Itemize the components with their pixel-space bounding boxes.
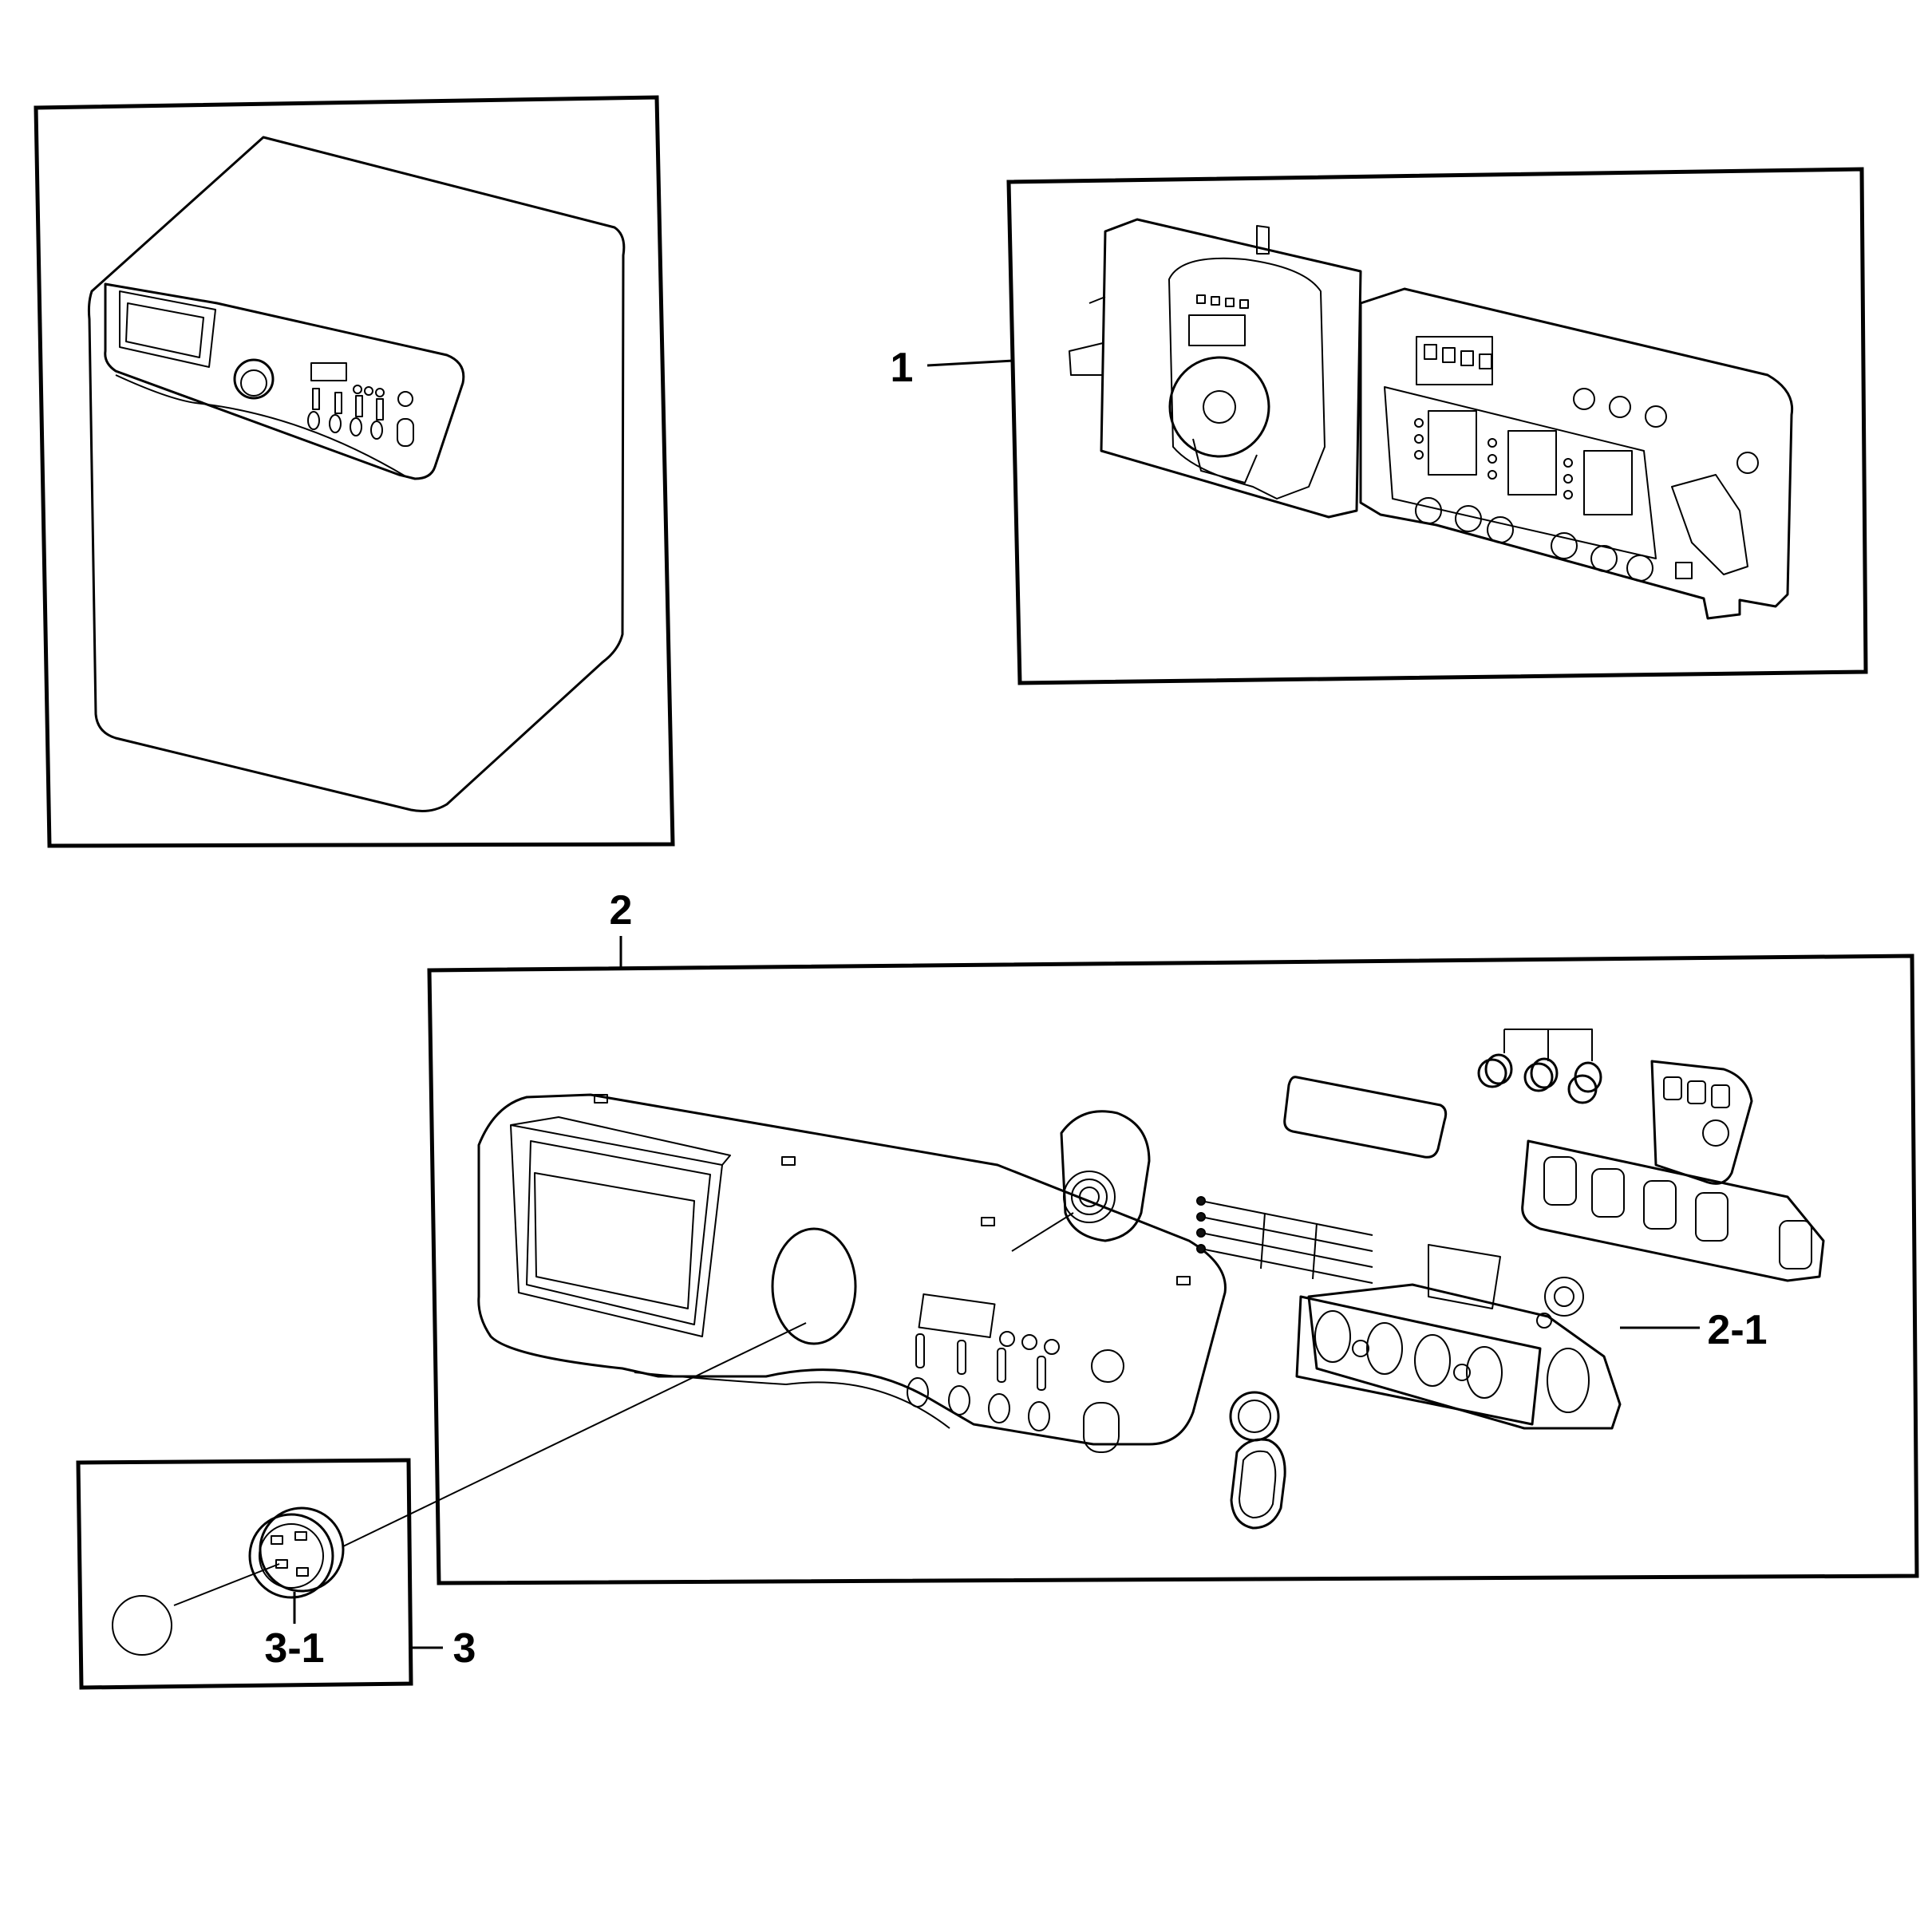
assembly-3-frame: 3-1 3 bbox=[76, 1212, 1074, 1690]
explosion-line-knob-to-panel bbox=[342, 1322, 807, 1547]
control-panel-illustration bbox=[477, 1093, 1227, 1453]
overview-frame bbox=[34, 95, 675, 848]
assembly-2-frame: 2 bbox=[427, 887, 1919, 1585]
knob-bezel-illustration bbox=[1060, 1110, 1151, 1242]
callout-1: 1 bbox=[891, 345, 914, 391]
callout-2: 2 bbox=[610, 887, 633, 934]
dryer-cabinet-illustration bbox=[87, 136, 626, 812]
small-pcb-illustration bbox=[1650, 1060, 1753, 1185]
light-guide-illustration bbox=[1196, 1196, 1373, 1284]
display-window-illustration bbox=[1283, 1076, 1448, 1159]
assembly-1-frame: 1 bbox=[891, 167, 1868, 685]
knob-illustration bbox=[112, 1506, 345, 1656]
keypad-upper-illustration bbox=[1521, 1139, 1825, 1282]
gasket-illustration bbox=[1229, 1391, 1286, 1530]
callout-2-1: 2-1 bbox=[1707, 1307, 1767, 1353]
explosion-line-bezel-to-panel bbox=[1011, 1212, 1074, 1252]
callout-3: 3 bbox=[453, 1625, 476, 1672]
callout-3-1: 3-1 bbox=[264, 1625, 324, 1672]
pcb-2-1-illustration bbox=[1295, 1244, 1622, 1430]
explosion-line-cap-to-knob bbox=[173, 1563, 280, 1606]
pcb-assembly-illustration bbox=[1069, 218, 1794, 620]
button-set-illustration bbox=[1477, 1029, 1602, 1104]
callout-1-leader bbox=[926, 359, 1014, 367]
